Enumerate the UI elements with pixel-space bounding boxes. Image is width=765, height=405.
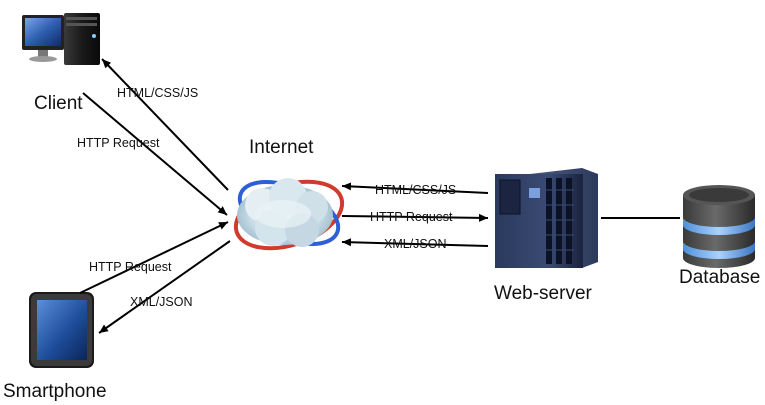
arrow-client-request: [82, 92, 228, 216]
edge-label-phone-in: XML/JSON: [130, 295, 193, 309]
arrow-phone-response: [98, 240, 231, 334]
edge-label-client-out: HTTP Request: [77, 136, 160, 150]
server-rack-icon: [495, 168, 598, 268]
arrow-client-response: [101, 58, 229, 191]
arrow-server-request: [341, 213, 489, 222]
edge-label-server-xml: XML/JSON: [384, 237, 447, 251]
database-cylinder-icon: [683, 185, 755, 268]
edge-label-phone-out: HTTP Request: [89, 260, 172, 274]
node-label-client: Client: [34, 93, 83, 114]
edge-label-client-in: HTML/CSS/JS: [117, 86, 199, 100]
node-label-database: Database: [679, 267, 761, 288]
edge-label-server-request: HTTP Request: [370, 210, 453, 224]
arrow-server-xml: [341, 238, 489, 247]
edge-label-server-html: HTML/CSS/JS: [375, 183, 457, 197]
arrow-phone-request: [79, 221, 229, 294]
node-label-smartphone: Smartphone: [3, 381, 107, 402]
tablet-phone-icon: [29, 292, 94, 368]
desktop-computer-icon: [22, 13, 100, 65]
node-label-internet: Internet: [249, 137, 314, 158]
arrow-server-html: [341, 182, 489, 194]
cloud-globe-icon: [233, 178, 345, 251]
node-label-webserver: Web-server: [494, 283, 592, 304]
